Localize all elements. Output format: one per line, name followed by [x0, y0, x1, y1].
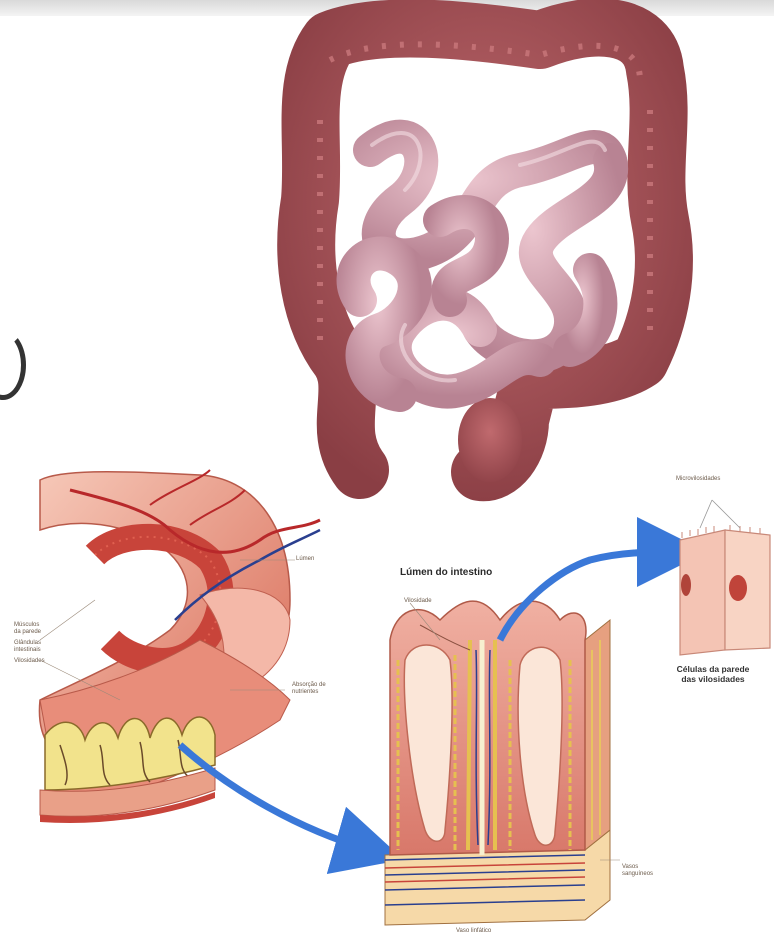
cell-nucleus [729, 575, 747, 601]
label-absorption-line1: Absorção de [292, 682, 326, 689]
label-blood-vessels-line2: sanguíneos [622, 871, 653, 878]
label-cell-title-line2: das vilosidades [652, 674, 774, 684]
rectum [458, 398, 522, 482]
label-absorption-line2: nutrientes [292, 689, 326, 696]
label-cell-title-line1: Células da parede [652, 664, 774, 674]
label-lumen-small: Lúmen [296, 556, 314, 563]
label-muscles: Músculos da parede [14, 622, 41, 636]
cell-nucleus-side [681, 574, 691, 596]
label-glands-line2: intestinais [14, 647, 41, 654]
small-intestine [354, 137, 612, 395]
label-glands: Glândulas intestinais [14, 640, 41, 654]
intestines-organ [306, 28, 664, 482]
label-cell-title: Células da parede das vilosidades [652, 664, 774, 684]
label-absorption: Absorção de nutrientes [292, 682, 326, 696]
label-muscles-line1: Músculos [14, 622, 41, 629]
label-microvilli: Microvilosidades [676, 476, 720, 483]
villus-cells [680, 500, 770, 655]
label-villus: Vilosidade [404, 598, 432, 605]
label-blood-vessels-line1: Vasos [622, 864, 653, 871]
label-lumen-title: Lúmen do intestino [400, 567, 492, 578]
villi-detail-block [385, 601, 610, 925]
intestine-wall-section [39, 470, 320, 823]
label-villi: Vilosidades [14, 658, 45, 665]
label-glands-line1: Glândulas [14, 640, 41, 647]
label-lymph-vessel: Vaso linfático [456, 928, 491, 935]
label-muscles-line2: da parede [14, 629, 41, 636]
label-blood-vessels: Vasos sanguíneos [622, 864, 653, 878]
